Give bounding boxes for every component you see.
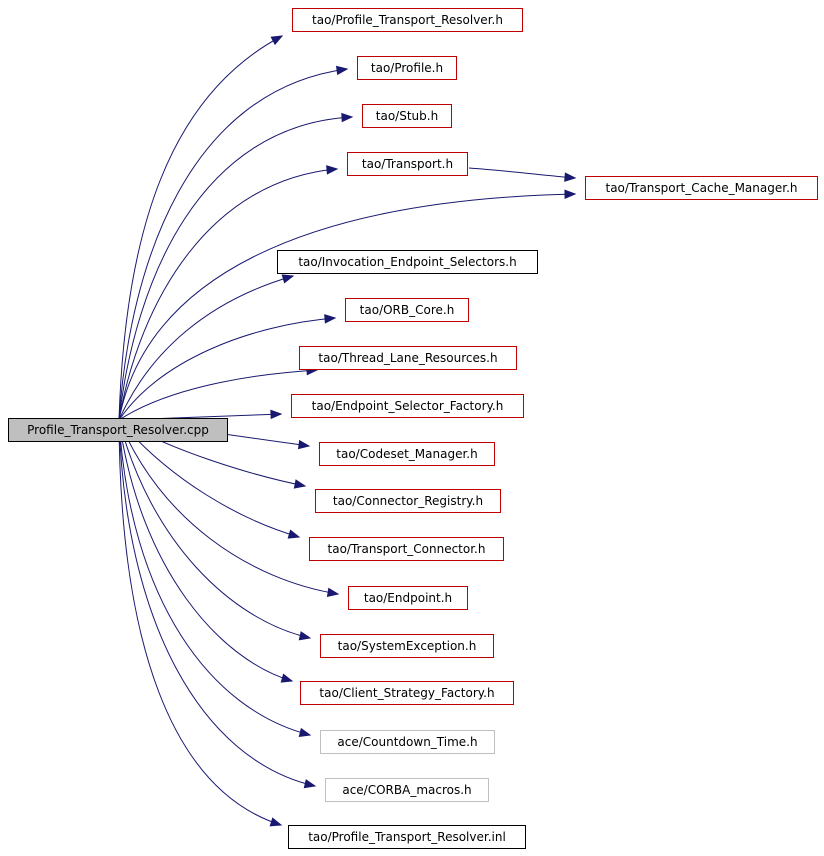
- arrowhead-profile-transport-resolver-h: [270, 35, 284, 46]
- arrowhead-transport-h: [326, 165, 339, 175]
- arrowhead-profile-transport-resolver-inl: [269, 817, 283, 827]
- arrowhead-systemexception-h: [298, 631, 312, 641]
- edge-root-to-stub-h: [118, 116, 353, 421]
- node-client-strategy-factory-h[interactable]: tao/Client_Strategy_Factory.h: [300, 681, 514, 705]
- arrowhead-stub-h: [341, 112, 354, 123]
- node-orb-core-h[interactable]: tao/ORB_Core.h: [345, 298, 469, 322]
- arrowhead-countdown-time-h: [298, 727, 312, 738]
- edge-root-to-transport-h: [118, 168, 338, 421]
- edge-root-to-transport-cache-manager-h: [118, 193, 576, 421]
- arrowhead-transport-cache-manager-h: [564, 172, 577, 182]
- node-endpoint-h[interactable]: tao/Endpoint.h: [348, 586, 468, 610]
- arrowhead-codeset-manager-h: [297, 439, 311, 450]
- node-endpoint-selector-factory-h[interactable]: tao/Endpoint_Selector_Factory.h: [291, 394, 524, 418]
- edge-root-to-profile-h: [118, 68, 348, 421]
- node-systemexception-h[interactable]: tao/SystemException.h: [320, 634, 494, 658]
- arrowhead-profile-h: [335, 65, 349, 76]
- root-node: Profile_Transport_Resolver.cpp: [8, 418, 228, 442]
- edge-root-to-orb-core-h: [118, 317, 336, 421]
- node-profile-h[interactable]: tao/Profile.h: [357, 56, 457, 80]
- edge-root-to-countdown-time-h: [118, 419, 311, 736]
- edge-root-to-invocation-endpoint-selectors-h: [118, 275, 294, 421]
- arrowhead-transport-cache-manager-h: [564, 189, 577, 199]
- node-profile-transport-resolver-inl[interactable]: tao/Profile_Transport_Resolver.inl: [288, 825, 526, 849]
- edge-transport-h-to-transport-cache-manager-h: [468, 167, 576, 179]
- node-invocation-endpoint-selectors-h[interactable]: tao/Invocation_Endpoint_Selectors.h: [277, 250, 538, 274]
- node-corba-macros-h[interactable]: ace/CORBA_macros.h: [325, 778, 489, 802]
- node-transport-h[interactable]: tao/Transport.h: [347, 152, 468, 176]
- edge-root-to-endpoint-h: [118, 419, 339, 595]
- edge-root-to-profile-transport-resolver-inl: [118, 419, 282, 826]
- edge-root-to-systemexception-h: [118, 419, 311, 639]
- arrowhead-orb-core-h: [324, 314, 337, 324]
- arrowhead-endpoint-h: [326, 587, 340, 598]
- node-transport-connector-h[interactable]: tao/Transport_Connector.h: [309, 537, 504, 561]
- node-countdown-time-h[interactable]: ace/Countdown_Time.h: [320, 730, 495, 754]
- edge-root-to-thread-lane-resources-h: [118, 369, 318, 421]
- arrowhead-transport-connector-h: [287, 529, 301, 539]
- edge-root-to-profile-transport-resolver-h: [118, 35, 283, 421]
- node-connector-registry-h[interactable]: tao/Connector_Registry.h: [315, 489, 501, 513]
- node-transport-cache-manager-h[interactable]: tao/Transport_Cache_Manager.h: [585, 176, 818, 200]
- arrowhead-client-strategy-factory-h: [280, 673, 294, 683]
- arrowhead-endpoint-selector-factory-h: [270, 409, 283, 420]
- arrowhead-corba-macros-h: [303, 779, 317, 789]
- node-stub-h[interactable]: tao/Stub.h: [362, 104, 452, 128]
- node-thread-lane-resources-h[interactable]: tao/Thread_Lane_Resources.h: [299, 346, 517, 370]
- edge-root-to-corba-macros-h: [118, 419, 316, 787]
- node-profile-transport-resolver-h[interactable]: tao/Profile_Transport_Resolver.h: [292, 8, 523, 32]
- node-codeset-manager-h[interactable]: tao/Codeset_Manager.h: [319, 442, 495, 466]
- arrowhead-connector-registry-h: [293, 479, 307, 489]
- edge-root-to-client-strategy-factory-h: [118, 419, 293, 682]
- arrowhead-invocation-endpoint-selectors-h: [281, 274, 295, 284]
